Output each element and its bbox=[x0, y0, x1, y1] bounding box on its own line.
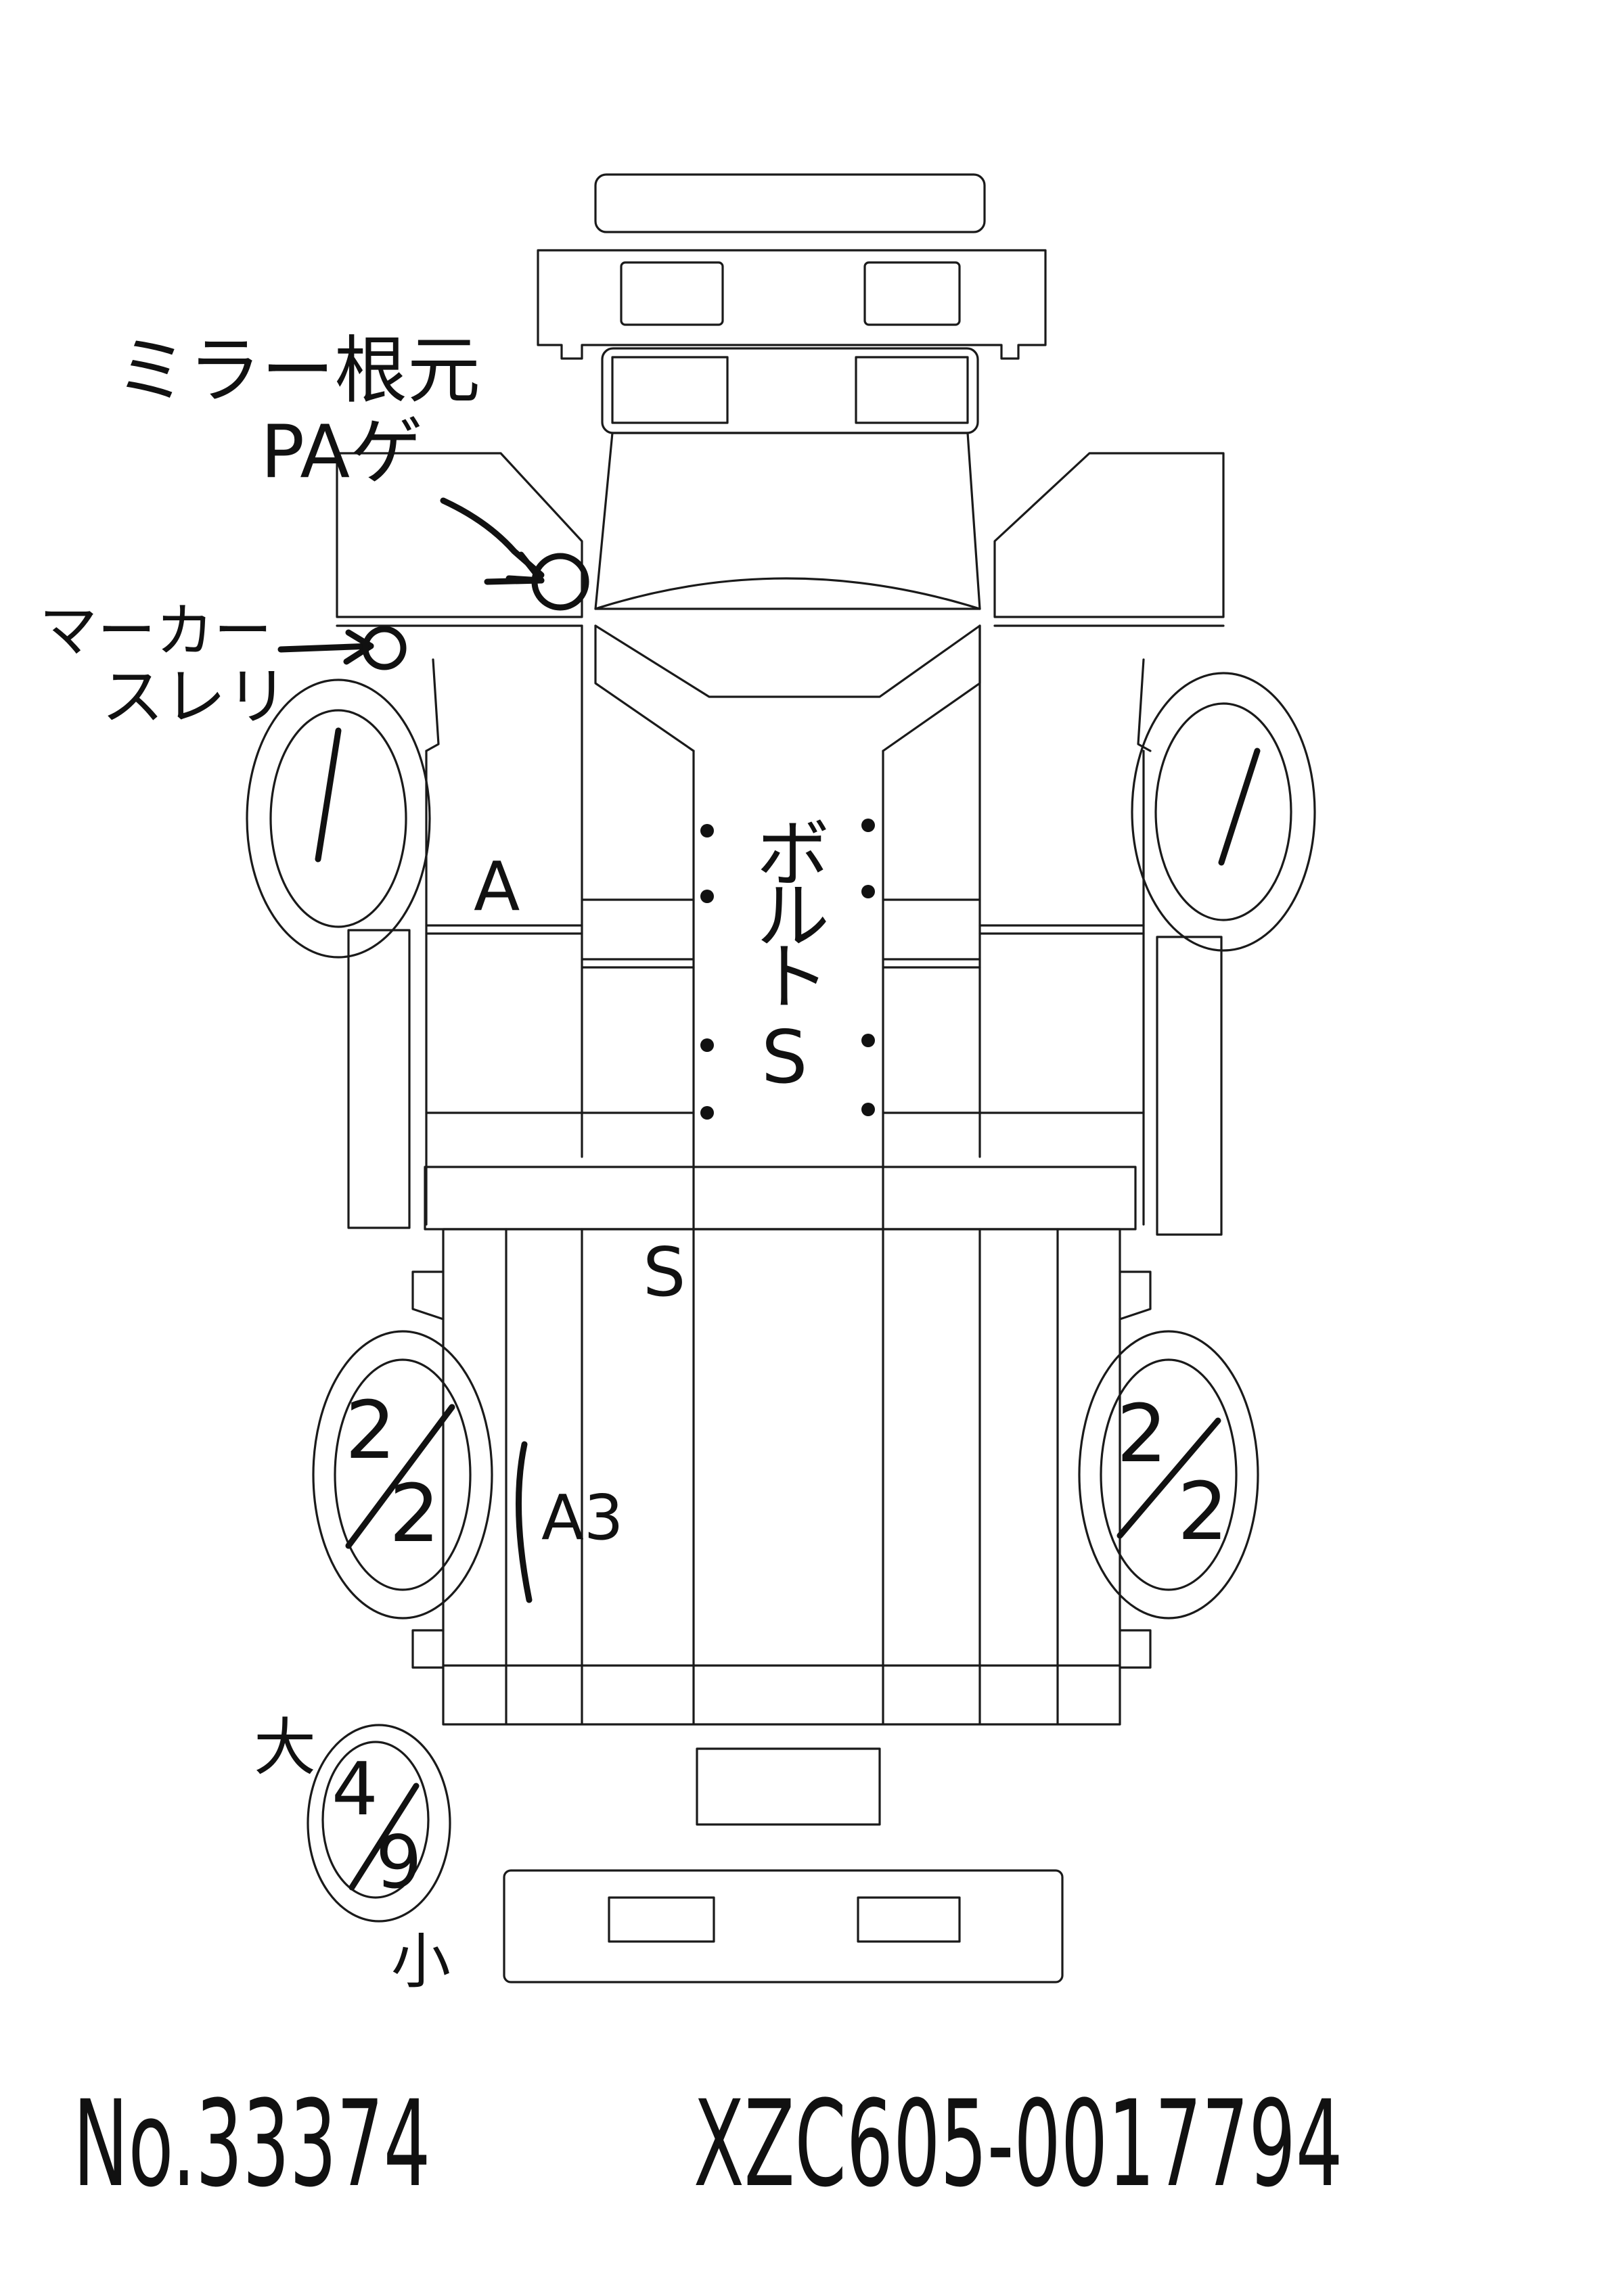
bolt-annotation: ボ ル ト S bbox=[700, 812, 875, 1120]
mirror-base-line2: PAゲ bbox=[261, 410, 423, 495]
tire-front-left: 1 bbox=[246, 679, 431, 959]
lot-number: No.33374 bbox=[73, 2075, 431, 2213]
bolt-dot bbox=[861, 1034, 875, 1047]
marker-line1: マーカー bbox=[39, 597, 272, 665]
mirror-damage-circle bbox=[531, 553, 589, 611]
hood bbox=[594, 432, 981, 752]
headlights bbox=[601, 347, 979, 434]
tire-rear-left: 2 2 bbox=[312, 1330, 493, 1620]
mirror-base-line1: ミラー根元 bbox=[115, 329, 480, 413]
license-plate bbox=[696, 1747, 881, 1826]
bolt-dot bbox=[861, 819, 875, 832]
cargo-bed bbox=[411, 1228, 1152, 1726]
rear-side-damage: A3 bbox=[515, 1441, 623, 1603]
footer: No.33374 XZC605-0017794 bbox=[0, 2077, 1624, 2212]
tire-rear-right-top-grade: 2 bbox=[1116, 1387, 1167, 1480]
bolt-dot bbox=[700, 890, 714, 903]
rear-bumper bbox=[503, 1869, 1064, 1983]
tire-rear-right-bottom-grade: 2 bbox=[1177, 1465, 1228, 1558]
marker-annotation: マーカー スレリ bbox=[39, 597, 407, 733]
bolt-char-1: ボ bbox=[757, 812, 830, 897]
spare-tire-top-grade: 4 bbox=[332, 1747, 378, 1832]
tire-rear-left-bottom-grade: 2 bbox=[389, 1467, 440, 1560]
tire-front-right: 1 bbox=[0, 0, 1316, 952]
bolt-dot bbox=[700, 824, 714, 837]
bolt-s: S bbox=[761, 1015, 808, 1100]
rear-side-damage-code: A3 bbox=[541, 1482, 623, 1554]
bolt-dot bbox=[861, 885, 875, 898]
cab-body bbox=[425, 624, 1145, 1725]
spare-large-label: 大 bbox=[254, 1712, 316, 1784]
chassis-number: XZC605-0017794 bbox=[694, 2075, 1343, 2213]
marker-line2: スレリ bbox=[102, 661, 288, 733]
right-front-fender bbox=[993, 452, 1225, 752]
front-bumper bbox=[537, 173, 1047, 360]
mirror-base-annotation: ミラー根元 PAゲ bbox=[115, 329, 589, 611]
frame-s-code: S bbox=[643, 1233, 685, 1312]
tire-front-right-grade: 1 bbox=[0, 0, 1, 1]
tire-rear-left-top-grade: 2 bbox=[345, 1383, 396, 1477]
bolt-char-2: ル bbox=[757, 875, 830, 959]
left-front-fender bbox=[336, 452, 583, 752]
spare-tire: 4 9 bbox=[307, 1724, 451, 1923]
marker-damage-circle bbox=[362, 626, 407, 670]
bolt-dot bbox=[700, 1038, 714, 1052]
front-left-damage-code: A bbox=[474, 847, 520, 926]
bolt-char-3: ト bbox=[757, 936, 830, 1020]
step-panels bbox=[347, 929, 1223, 1236]
bolt-dot bbox=[861, 1103, 875, 1116]
tire-rear-right: 2 2 bbox=[1078, 1330, 1259, 1620]
spare-small-label: 小 bbox=[391, 1927, 451, 1996]
spare-tire-bottom-grade: 9 bbox=[376, 1820, 422, 1905]
cab-rear-crossbar bbox=[424, 1166, 1137, 1231]
bolt-dot bbox=[700, 1106, 714, 1120]
